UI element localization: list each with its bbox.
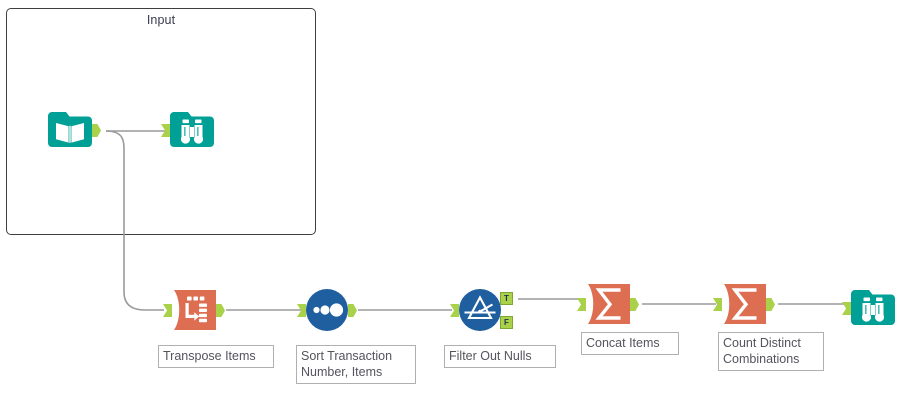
tool-label-count[interactable]: Count Distinct Combinations (718, 332, 824, 371)
binoculars-icon (170, 112, 214, 147)
tool-browse-top[interactable] (161, 108, 214, 152)
input-anchor[interactable] (450, 304, 459, 317)
sort-icon (306, 289, 348, 331)
input-anchor[interactable] (163, 304, 172, 317)
input-anchor[interactable] (577, 298, 586, 311)
tool-filter[interactable]: T F (450, 288, 513, 332)
book-icon (48, 112, 92, 147)
tool-text-input[interactable] (48, 108, 101, 152)
output-anchor-false[interactable]: F (500, 316, 513, 329)
output-anchor-true[interactable]: T (500, 292, 513, 305)
output-anchor[interactable] (216, 304, 225, 317)
tool-label-filter[interactable]: Filter Out Nulls (444, 345, 556, 368)
input-anchor[interactable] (713, 298, 722, 311)
input-container-title: Input (146, 13, 176, 27)
tool-browse-end[interactable] (842, 286, 895, 330)
input-anchor[interactable] (842, 302, 851, 315)
output-anchor[interactable] (630, 298, 639, 311)
output-anchor[interactable] (766, 298, 775, 311)
input-anchor[interactable] (161, 124, 170, 137)
tool-summarize-concat[interactable] (577, 282, 639, 326)
transpose-icon (174, 290, 216, 330)
tool-label-concat[interactable]: Concat Items (581, 332, 679, 355)
input-anchor[interactable] (297, 304, 306, 317)
tool-sort[interactable] (297, 288, 357, 332)
output-anchor[interactable] (348, 304, 357, 317)
sigma-icon (724, 284, 766, 324)
output-anchor[interactable] (92, 124, 101, 137)
binoculars-icon (851, 290, 895, 325)
filter-icon (459, 289, 501, 331)
tool-label-transpose[interactable]: Transpose Items (158, 345, 274, 368)
tool-label-sort[interactable]: Sort Transaction Number, Items (296, 345, 416, 384)
sigma-icon (588, 284, 630, 324)
tool-transpose[interactable] (163, 288, 225, 332)
tool-summarize-count[interactable] (713, 282, 775, 326)
